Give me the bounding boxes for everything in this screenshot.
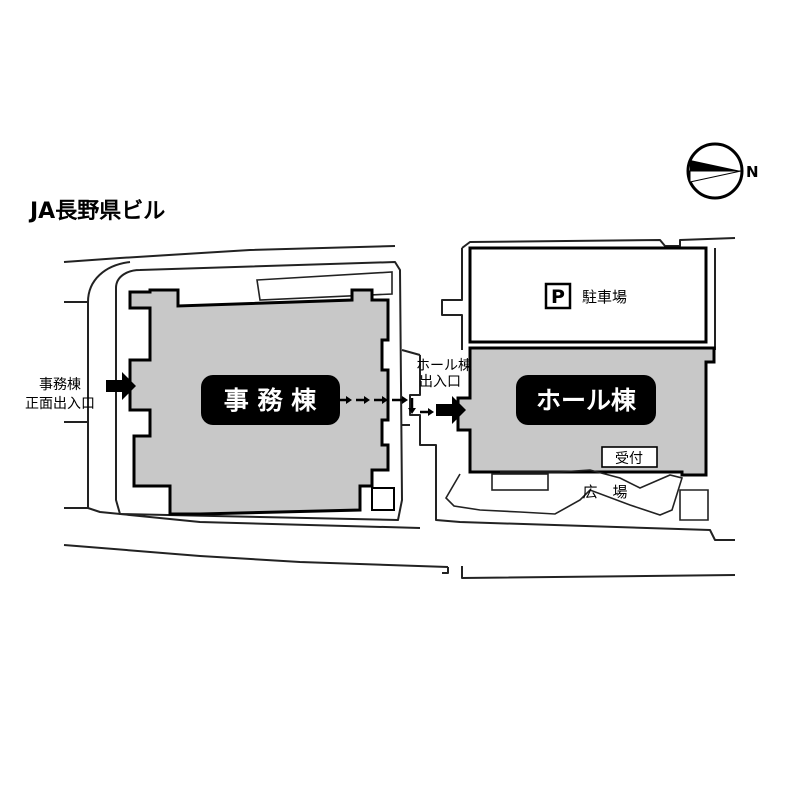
office-entrance-label-2: 正面出入口 <box>25 396 95 412</box>
reception-box <box>601 446 658 468</box>
plaza-feature <box>491 473 549 491</box>
plaza-area <box>444 469 684 516</box>
office-entrance-arrow-icon <box>106 372 136 400</box>
reception-label: 受付 <box>615 451 643 467</box>
road-lines-right <box>401 237 736 579</box>
map-title: JA長野県ビル <box>28 199 165 224</box>
parking-area <box>468 246 708 344</box>
hall-entrance-label-1: ホール棟 <box>416 358 472 374</box>
office-name-badge: 事 務 棟 <box>201 375 340 425</box>
office-building-label: 事 務 棟 <box>224 386 317 415</box>
office-annex <box>371 487 395 511</box>
parking-icon <box>544 282 572 310</box>
parking-label: 駐車場 <box>582 288 627 306</box>
compass-label: N <box>746 163 759 181</box>
route-arrow-icon <box>338 396 434 416</box>
hall-entrance-label-2: 出入口 <box>419 374 461 390</box>
hall-name-badge: ホール棟 <box>516 375 656 425</box>
office-entrance-label-1: 事務棟 <box>39 377 81 393</box>
parking-sign: P 駐車場 <box>544 282 627 310</box>
north-arrow-icon <box>686 142 744 200</box>
hall-building-label: ホール棟 <box>536 386 637 415</box>
road-lines <box>63 245 449 574</box>
parking-symbol: P <box>551 286 565 308</box>
hall-entrance-arrow-icon <box>436 396 466 424</box>
plaza-label: 広 場 <box>582 483 627 501</box>
